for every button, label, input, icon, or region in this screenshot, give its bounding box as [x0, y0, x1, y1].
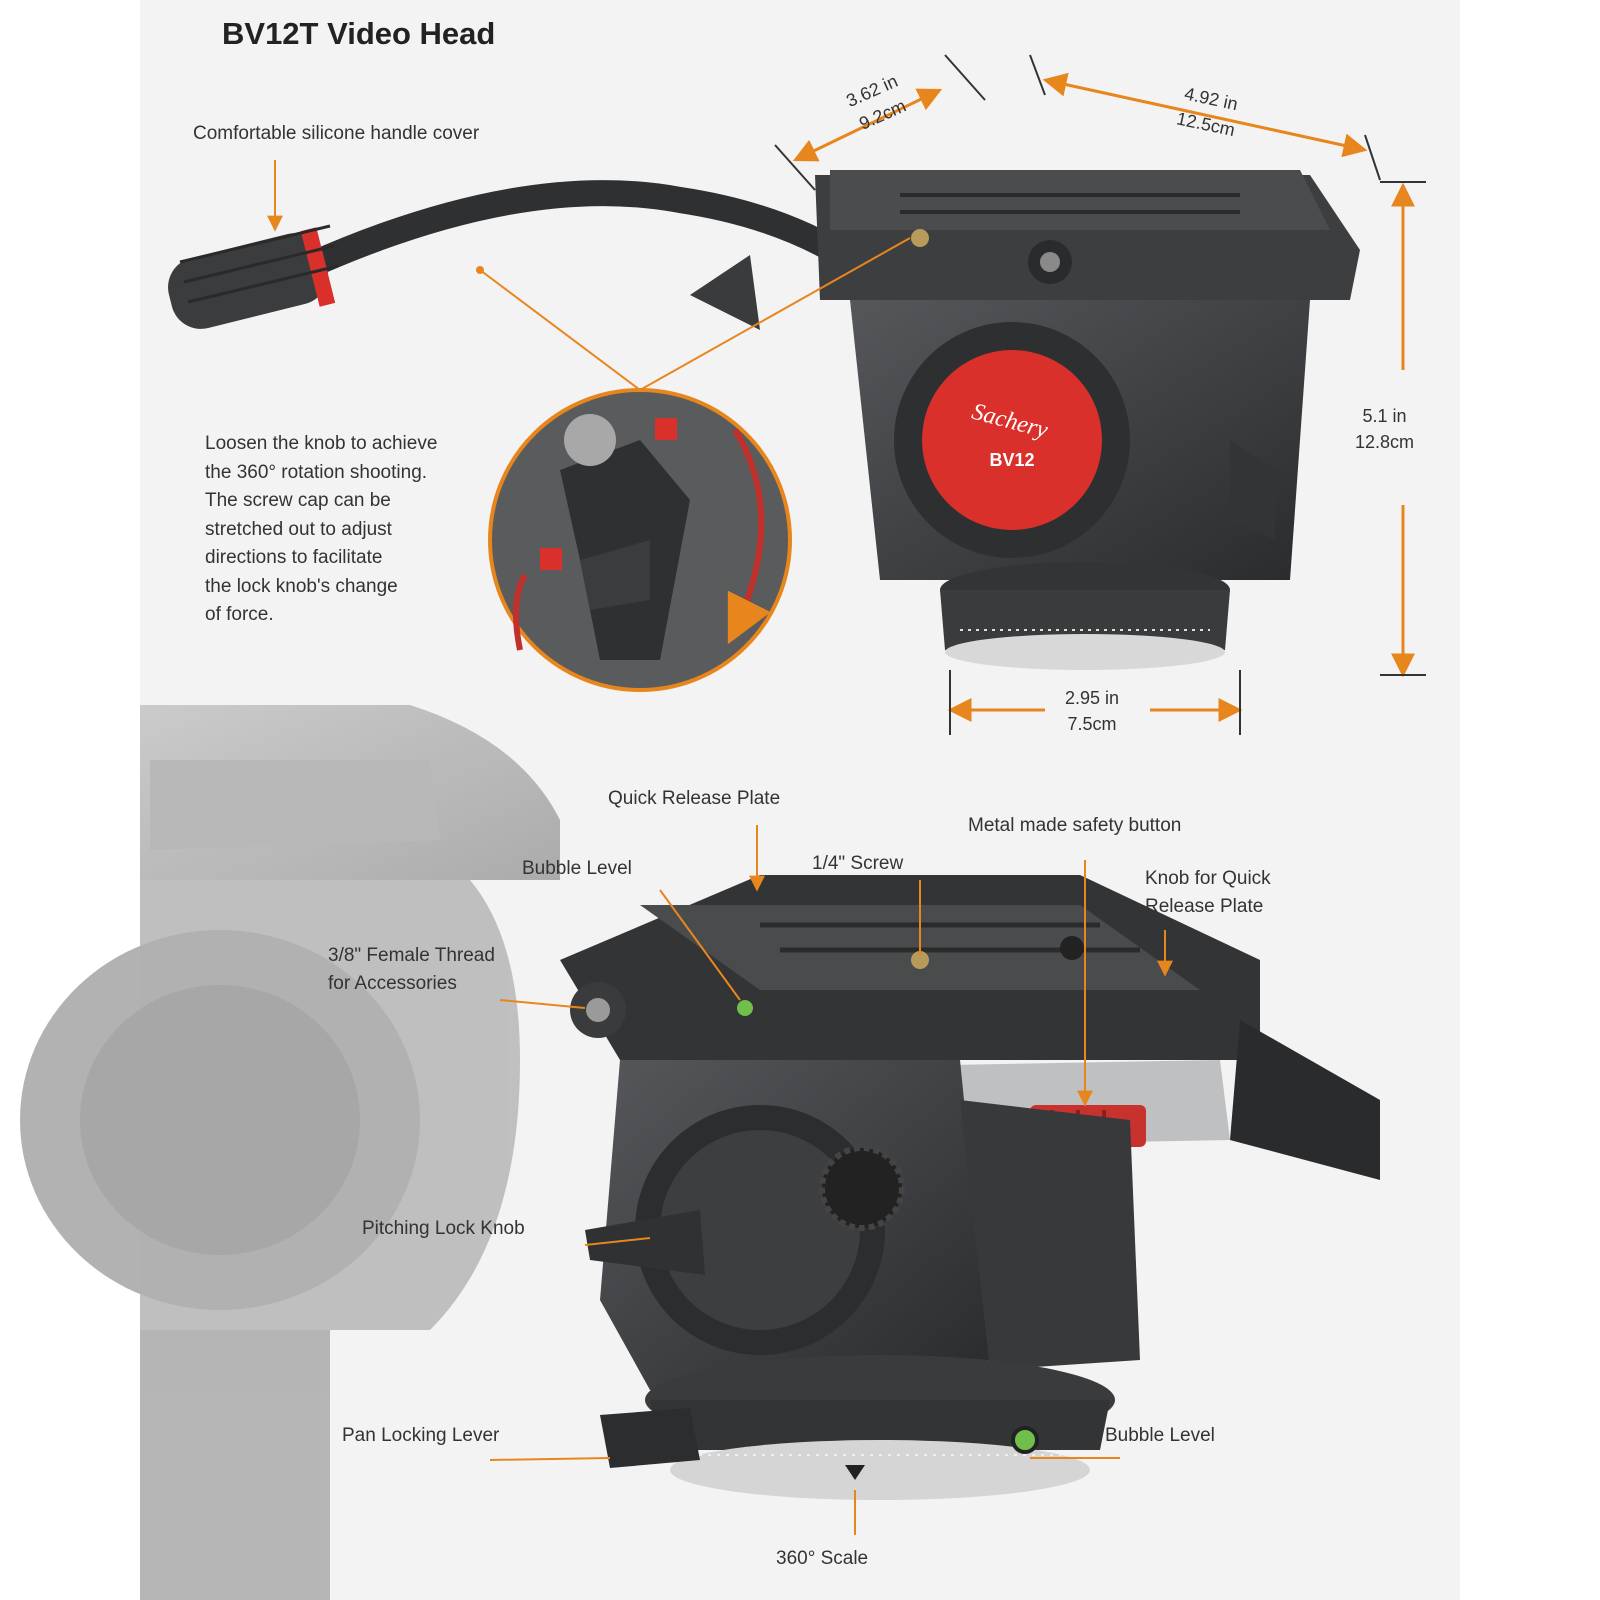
callout-quick-release-plate: Quick Release Plate [608, 788, 781, 809]
knob-instructions: Loosen the knob to achieve the 360° rota… [205, 430, 437, 630]
pan-handle-image [168, 180, 863, 330]
instruction-line: of force. [205, 604, 274, 625]
model-badge-text: BV12 [989, 450, 1034, 470]
callout-female-thread: 3/8" Female Thread for Accessories [328, 942, 495, 997]
callout-bubble-level-top: Bubble Level [522, 858, 632, 879]
callout-360-scale: 360° Scale [776, 1548, 869, 1569]
callout-handle-cover: Comfortable silicone handle cover [193, 123, 480, 144]
dimension-height-in: 5.1 in [1362, 406, 1407, 426]
page-title: BV12T Video Head [222, 16, 496, 51]
callout-knob-quick-release: Knob for Quick Release Plate [1145, 865, 1271, 920]
callout-female-thread-line2: for Accessories [328, 972, 457, 994]
brand-logo-badge [922, 350, 1102, 530]
callout-knob-quick-release-line2: Release Plate [1145, 895, 1264, 917]
dimension-ticks [774, 54, 1426, 735]
instruction-line: the 360° rotation shooting. [205, 461, 428, 483]
dimension-arrows [792, 72, 1415, 722]
instruction-line: the lock knob's change [205, 575, 398, 597]
video-head-bottom-image [560, 875, 1380, 1500]
instruction-line: directions to facilitate [205, 547, 383, 568]
dimension-base-cm: 7.5cm [1067, 714, 1117, 735]
instruction-line: The screw cap can be [205, 490, 391, 511]
callout-knob-quick-release-line1: Knob for Quick [1145, 868, 1271, 889]
callout-bubble-level-bottom: Bubble Level [1105, 1425, 1215, 1446]
dimension-base-in: 2.95 in [1065, 688, 1120, 708]
knob-detail-zoom-image [476, 237, 911, 692]
dimension-base-label: 2.95 in 7.5cm [1065, 685, 1119, 737]
dimension-height-label: 5.1 in 12.8cm [1355, 403, 1414, 455]
dimension-height-cm: 12.8cm [1355, 432, 1415, 453]
callout-pitching-lock-knob: Pitching Lock Knob [362, 1218, 525, 1239]
instruction-line: stretched out to adjust [205, 518, 392, 540]
callout-leader-lines [267, 160, 1173, 1535]
ghost-head-image [20, 705, 560, 1600]
instruction-line: Loosen the knob to achieve [205, 433, 438, 454]
callout-pan-locking-lever: Pan Locking Lever [342, 1425, 500, 1446]
callout-female-thread-line1: 3/8" Female Thread [328, 945, 495, 966]
video-head-top-image: Sachery BV12 [815, 170, 1360, 670]
callout-quarter-screw: 1/4" Screw [812, 853, 904, 874]
callout-safety-button: Metal made safety button [968, 815, 1182, 836]
